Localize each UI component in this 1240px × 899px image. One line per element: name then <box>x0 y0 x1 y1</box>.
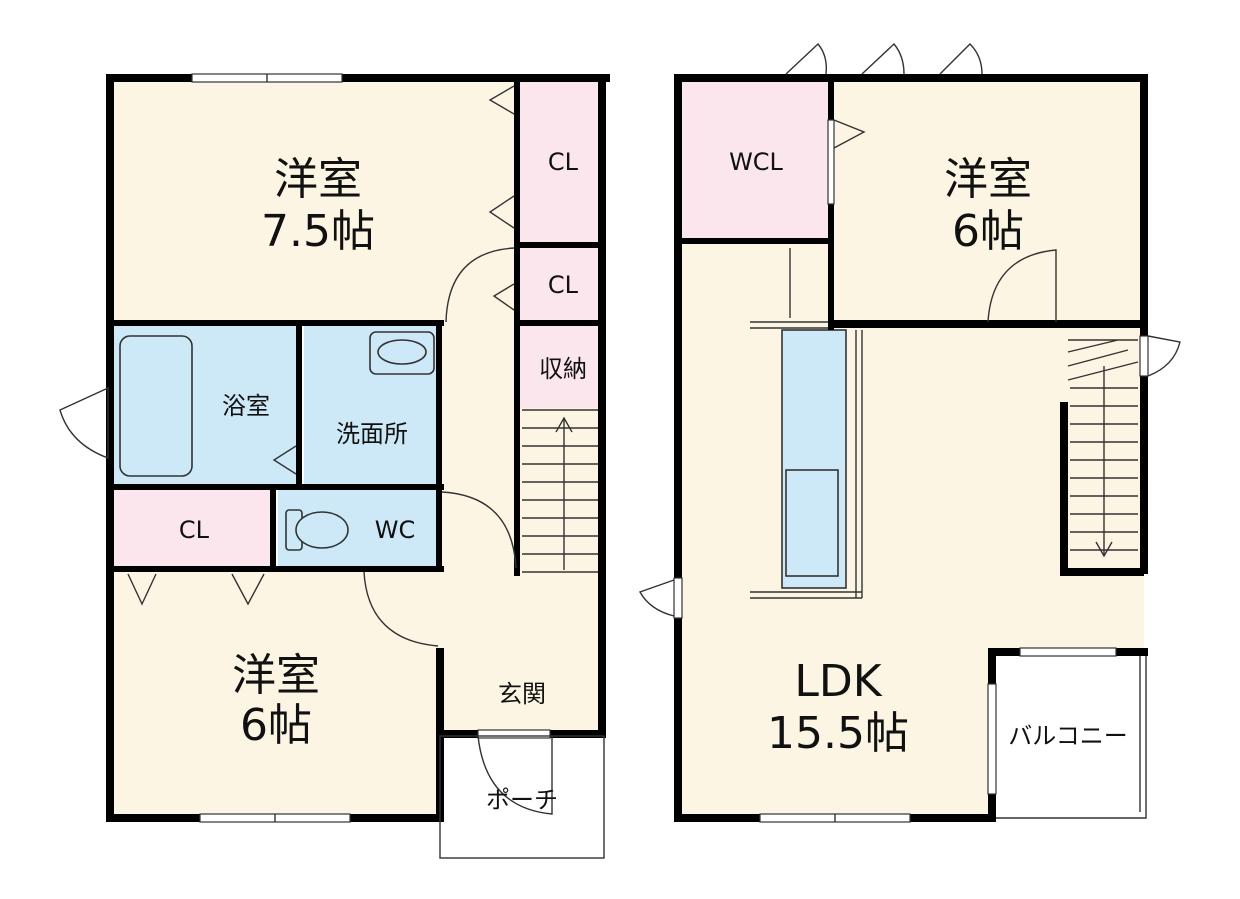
bedroom-6-label: 洋室 <box>232 650 320 701</box>
porch-label: ポーチ <box>486 786 558 814</box>
bedroom-6-floor <box>110 572 444 818</box>
closet-c-label: CL <box>179 516 210 544</box>
bedroom-6-door <box>363 571 439 647</box>
storage-floor <box>518 324 604 408</box>
bedroom-7-5-size: 7.5帖 <box>261 206 375 257</box>
balcony-label: バルコニー <box>1008 722 1128 750</box>
storage-label: 収納 <box>539 355 587 383</box>
stairs-floor-1 <box>522 409 598 573</box>
closet-b-label: CL <box>548 271 579 299</box>
bathtub-icon <box>119 335 193 477</box>
entrance-floor <box>444 654 602 734</box>
toilet-label: WC <box>375 516 416 544</box>
bath-exterior-door <box>59 386 109 460</box>
floor-1: 洋室 7.5帖 CL CL 収納 浴室 洗面所 CL WC 洋室 6帖 玄関 ポ… <box>59 73 610 859</box>
bedroom-6-size: 6帖 <box>240 700 312 751</box>
closet-a-label: CL <box>548 148 579 176</box>
bath-label: 浴室 <box>222 392 270 420</box>
closet-a-floor <box>518 78 604 246</box>
bedroom-7-5-floor <box>110 78 518 324</box>
walk-in-closet-floor <box>680 78 832 242</box>
bedroom-7-5-door <box>445 247 515 323</box>
balcony-floor <box>992 656 1146 818</box>
floor-2: WCL 洋室 6帖 LDK 15.5帖 バルコニー <box>638 42 1181 823</box>
toilet-door <box>441 491 517 569</box>
stairs-floor-2 <box>1067 339 1139 558</box>
closet-b-floor <box>518 246 604 324</box>
ldk-size: 15.5帖 <box>767 708 909 759</box>
closet-c-floor <box>114 490 274 568</box>
porch-outline <box>439 735 605 859</box>
entrance-door <box>477 735 553 815</box>
bedroom-6-upper-floor <box>834 78 1144 324</box>
bedroom-6-upper-size: 6帖 <box>952 206 1024 257</box>
entrance-label: 玄関 <box>498 680 546 708</box>
bedroom-6-upper-label: 洋室 <box>944 154 1032 205</box>
washroom-label: 洗面所 <box>336 420 408 448</box>
bedroom-7-5-label: 洋室 <box>274 154 362 205</box>
ldk-label: LDK <box>794 656 882 707</box>
walk-in-closet-label: WCL <box>729 148 783 176</box>
bedroom-6-upper-door <box>987 249 1057 323</box>
